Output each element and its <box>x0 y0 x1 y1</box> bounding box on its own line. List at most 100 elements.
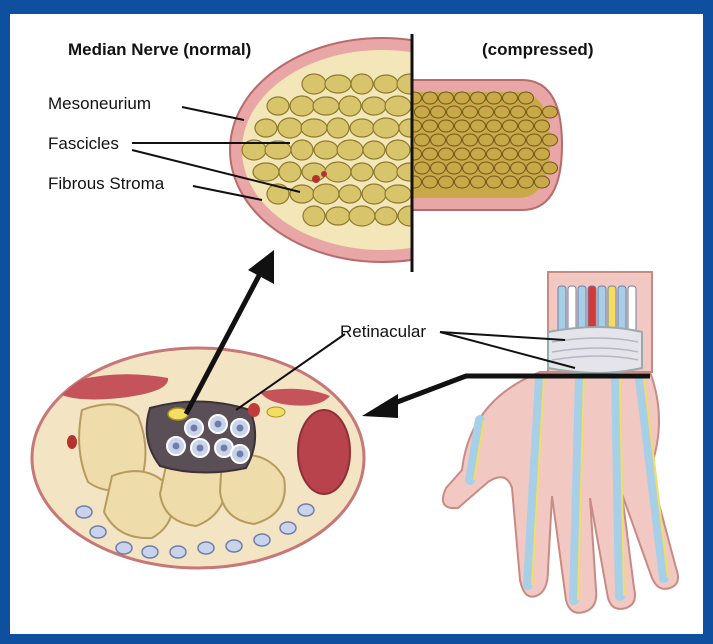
dorsal-tendon <box>76 506 92 518</box>
compressed-fascicle <box>431 106 446 118</box>
fascicle <box>327 118 349 138</box>
tendon-core <box>173 443 180 450</box>
dorsal-tendon <box>254 534 270 546</box>
fascicle <box>290 96 314 116</box>
fascicle <box>385 96 411 116</box>
compressed-fascicle <box>535 120 550 132</box>
label-retinacular: Retinacular <box>340 322 426 342</box>
compressed-fascicle <box>503 92 518 104</box>
fascicle <box>337 140 363 160</box>
fascicle <box>349 206 375 226</box>
compressed-fascicle <box>439 120 454 132</box>
fascicle <box>253 163 279 181</box>
fascicle <box>385 185 411 203</box>
compressed-fascicle <box>495 106 510 118</box>
fascicle <box>350 119 374 137</box>
fascicle <box>362 184 386 204</box>
compressed-fascicle <box>463 134 478 146</box>
compressed-fascicle <box>487 176 502 188</box>
wrist-cross-section <box>32 348 364 568</box>
fascicle <box>374 75 398 93</box>
compressed-fascicle <box>479 134 494 146</box>
compressed-fascicle <box>439 148 454 160</box>
fascicle <box>386 140 410 160</box>
compressed-fascicle <box>543 162 558 174</box>
tendon-core <box>221 445 228 452</box>
dorsal-tendon <box>142 546 158 558</box>
compressed-fascicle <box>487 92 502 104</box>
fascicle <box>351 74 373 94</box>
compressed-fascicle <box>535 148 550 160</box>
dorsal-tendon <box>116 542 132 554</box>
fascicle <box>290 185 314 203</box>
compressed-fascicle <box>423 148 438 160</box>
fascicle <box>301 119 327 137</box>
compressed-fascicle <box>415 162 430 174</box>
dorsal-tendon <box>90 526 106 538</box>
fascicle <box>326 207 350 225</box>
title-normal: Median Nerve (normal) <box>68 40 251 60</box>
compressed-fascicle <box>455 148 470 160</box>
fascicle <box>314 141 338 159</box>
compressed-fascicle <box>511 106 526 118</box>
fascicle <box>291 140 313 160</box>
tendon-core <box>237 451 244 458</box>
compressed-fascicle <box>535 176 550 188</box>
compressed-fascicle <box>519 92 534 104</box>
compressed-fascicle <box>423 176 438 188</box>
dorsal-tendon <box>226 540 242 552</box>
finger-tendon <box>616 378 620 596</box>
label-fibrous-stroma: Fibrous Stroma <box>48 174 164 194</box>
fascicle <box>325 162 351 182</box>
compressed-fascicle <box>423 92 438 104</box>
compressed-fascicle <box>471 148 486 160</box>
fascicle <box>339 96 361 116</box>
compressed-fascicle <box>415 106 430 118</box>
compressed-fascicle <box>471 92 486 104</box>
fascicle <box>373 118 399 138</box>
compressed-fascicle <box>455 176 470 188</box>
hand-illustration <box>443 272 678 613</box>
compressed-fascicle <box>479 106 494 118</box>
nerve-cross-section-compressed <box>407 80 563 210</box>
compressed-fascicle <box>495 162 510 174</box>
compressed-fascicle <box>439 92 454 104</box>
fascicle <box>302 74 326 94</box>
fascicle <box>267 97 289 115</box>
dorsal-tendon <box>298 504 314 516</box>
tendon-core <box>197 445 204 452</box>
fascicle <box>313 97 339 115</box>
compressed-fascicle <box>463 106 478 118</box>
compressed-fascicle <box>447 134 462 146</box>
compressed-fascicle <box>543 106 558 118</box>
fascicle <box>255 119 277 137</box>
compressed-fascicle <box>487 148 502 160</box>
tendon-core <box>191 425 198 432</box>
tendon-core <box>237 425 244 432</box>
label-mesoneurium: Mesoneurium <box>48 94 151 114</box>
arrow-to-nerve-head <box>248 250 274 284</box>
dorsal-tendon <box>170 546 186 558</box>
fascicle <box>339 185 361 203</box>
compressed-fascicle <box>503 120 518 132</box>
compressed-fascicle <box>495 134 510 146</box>
compressed-fascicle <box>543 134 558 146</box>
compressed-fascicle <box>527 134 542 146</box>
mesoneurium-leader <box>182 107 244 120</box>
compressed-fascicle <box>519 148 534 160</box>
compressed-fascicle <box>503 148 518 160</box>
label-fascicles: Fascicles <box>48 134 119 154</box>
dorsal-tendon <box>198 542 214 554</box>
compressed-fascicle <box>447 162 462 174</box>
compressed-fascicle <box>519 176 534 188</box>
tendon-core <box>215 421 222 428</box>
compressed-fascicle <box>471 120 486 132</box>
compressed-fascicle <box>423 120 438 132</box>
title-compressed: (compressed) <box>482 40 593 60</box>
compressed-fascicle <box>455 92 470 104</box>
compressed-fascicle <box>479 162 494 174</box>
compressed-fascicle <box>431 134 446 146</box>
dorsal-tendon <box>280 522 296 534</box>
compressed-fascicle <box>511 134 526 146</box>
compressed-fascicle <box>415 134 430 146</box>
